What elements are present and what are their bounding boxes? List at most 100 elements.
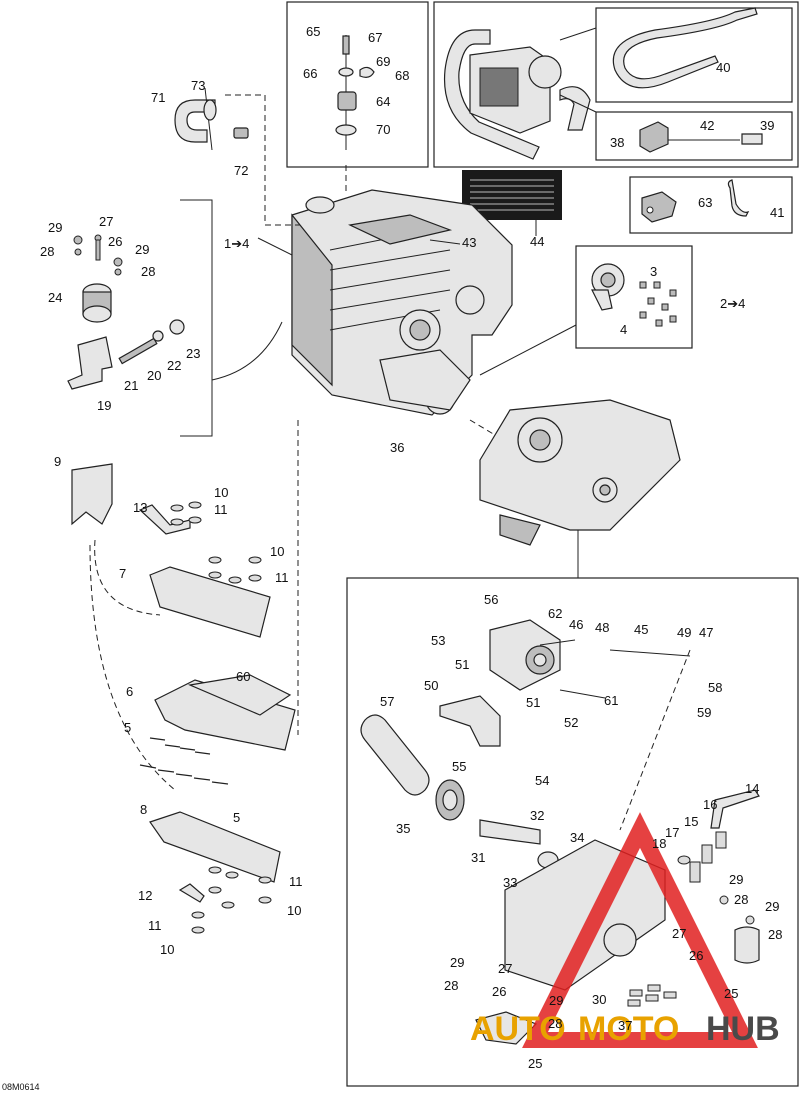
callout-1to4: 1➔4	[224, 236, 249, 251]
callout-29d: 29	[765, 899, 779, 914]
callout-39: 39	[760, 118, 774, 133]
callout-47: 47	[699, 625, 713, 640]
shaft-31	[479, 819, 541, 845]
harness-cable	[612, 7, 758, 89]
leader-line	[559, 27, 597, 41]
svg-text:AUTO: AUTO	[470, 1010, 566, 1048]
housing-30	[504, 839, 666, 991]
callout-54: 54	[535, 773, 549, 788]
callout-11d: 11	[148, 918, 162, 933]
belt-57	[360, 714, 430, 796]
callout-38: 38	[610, 135, 624, 150]
studs-5	[139, 737, 229, 785]
bracket-19	[67, 336, 113, 390]
callout-15: 15	[684, 814, 698, 829]
callout-26b: 26	[689, 948, 703, 963]
callout-65: 65	[306, 24, 320, 39]
sensor-63	[641, 191, 677, 223]
bolt-line	[539, 639, 576, 646]
callout-18: 18	[652, 836, 666, 851]
callout-8: 8	[140, 802, 147, 817]
callout-21: 21	[124, 378, 138, 393]
callout-24: 24	[48, 290, 62, 305]
callout-11c: 11	[289, 874, 303, 889]
sensor-detail-box	[595, 111, 793, 161]
bolt-45	[609, 649, 691, 657]
callout-30: 30	[592, 992, 606, 1007]
callout-41: 41	[770, 205, 784, 220]
callout-10b: 10	[270, 544, 284, 559]
lever-fasteners	[677, 831, 755, 925]
callout-13: 13	[133, 500, 147, 515]
gauge-detail-box	[433, 1, 799, 168]
housing-bore	[603, 923, 637, 957]
callout-34: 34	[570, 830, 584, 845]
leader-line	[429, 239, 461, 245]
callout-28d: 28	[768, 927, 782, 942]
callout-43: 43	[462, 235, 476, 250]
sensor-38	[639, 121, 763, 153]
leader-arrow	[211, 321, 283, 381]
callout-23: 23	[186, 346, 200, 361]
callout-12: 12	[138, 888, 152, 903]
bracket-50	[439, 695, 501, 747]
water-pump-detail-box	[575, 245, 693, 349]
shield-9	[71, 463, 113, 526]
bolt-52	[559, 689, 606, 699]
callout-62: 62	[548, 606, 562, 621]
leader-arrow	[479, 324, 577, 376]
callout-64: 64	[376, 94, 390, 109]
callout-68: 68	[395, 68, 409, 83]
heat-shield-7	[149, 566, 271, 638]
callout-labels: 65 67 69 66 68 64 70 73 71 72 40 42 39 3…	[40, 24, 784, 1071]
callout-11a: 11	[214, 502, 228, 517]
callout-29e: 29	[450, 955, 464, 970]
callout-27a: 27	[99, 214, 113, 229]
callout-37: 37	[618, 1018, 632, 1033]
dashed-leader	[89, 544, 176, 791]
callout-4: 4	[620, 322, 627, 337]
mount-25	[475, 1011, 538, 1045]
callout-36: 36	[390, 440, 404, 455]
callout-10c: 10	[287, 903, 301, 918]
leader-line	[559, 94, 597, 113]
lever-14	[710, 789, 760, 829]
callout-5a: 5	[124, 720, 131, 735]
callout-42: 42	[700, 118, 714, 133]
oil-fitting-assembly	[335, 35, 375, 150]
washers-upper	[170, 501, 262, 584]
callout-70: 70	[376, 122, 390, 137]
washers-lower	[191, 866, 272, 934]
callout-33: 33	[503, 875, 517, 890]
breather-hose-assembly	[174, 87, 249, 151]
callout-44: 44	[530, 234, 544, 249]
oil-tank-detail-box	[286, 1, 429, 168]
callout-50: 50	[424, 678, 438, 693]
callout-55: 55	[452, 759, 466, 774]
callout-63: 63	[698, 195, 712, 210]
mount-group-bracket	[180, 199, 213, 437]
heat-shield-8	[149, 811, 281, 883]
gasket-60	[187, 674, 292, 716]
diagram-id: 08M0614	[2, 1082, 40, 1092]
water-pump	[591, 263, 677, 327]
callout-28c: 28	[734, 892, 748, 907]
handlebar-gauge	[443, 29, 591, 160]
callout-45: 45	[634, 622, 648, 637]
callout-28a: 28	[40, 244, 54, 259]
harness-detail-box	[595, 7, 793, 103]
clamp-detail-box	[629, 176, 793, 234]
callout-56: 56	[484, 592, 498, 607]
pulley-35	[435, 779, 465, 821]
callout-40: 40	[716, 60, 730, 75]
callout-32: 32	[530, 808, 544, 823]
decal-text-lines	[470, 179, 554, 211]
callout-61: 61	[604, 693, 618, 708]
callout-11b: 11	[275, 570, 289, 585]
callout-29f: 29	[549, 993, 563, 1008]
motor-mount-24	[82, 283, 112, 323]
svg-text:MOTO: MOTO	[578, 1010, 679, 1048]
callout-73: 73	[191, 78, 205, 93]
callout-7: 7	[119, 566, 126, 581]
callout-29a: 29	[48, 220, 62, 235]
